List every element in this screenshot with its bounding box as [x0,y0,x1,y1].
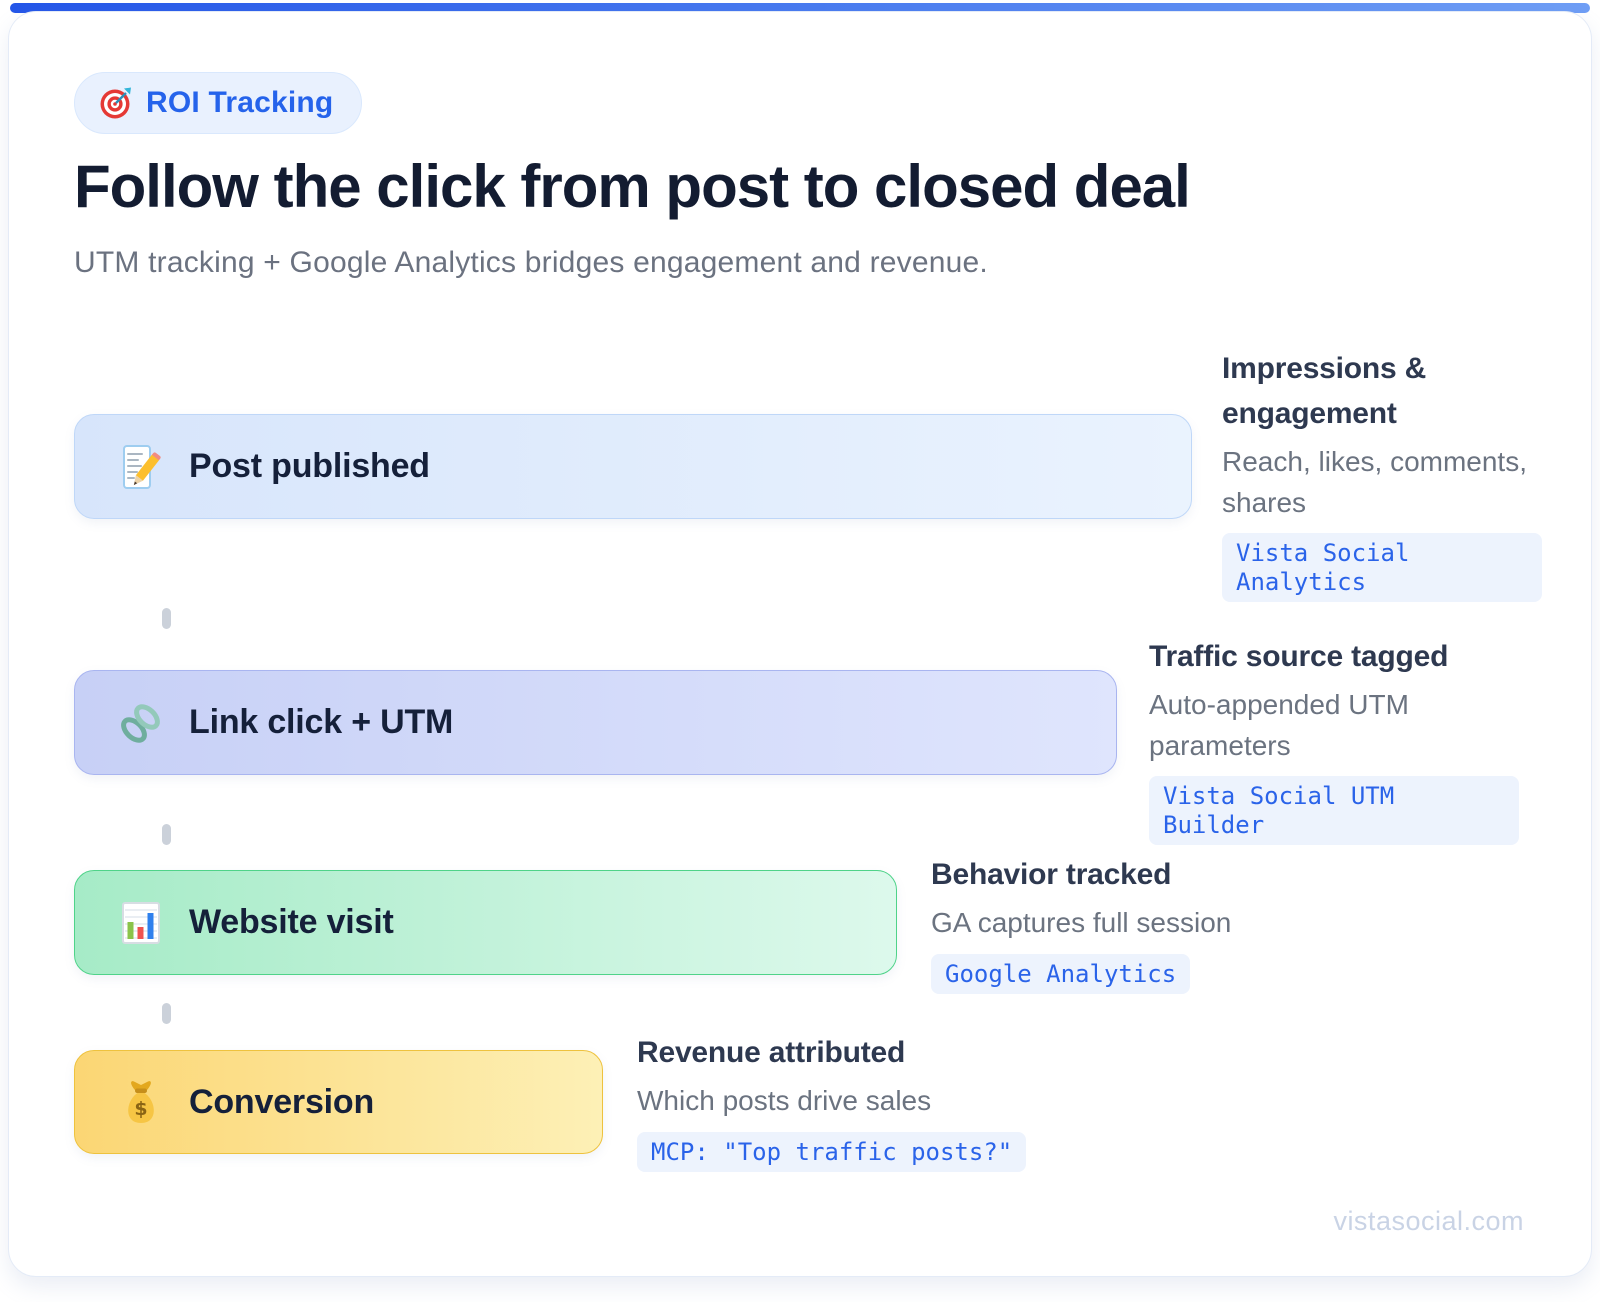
page-title: Follow the click from post to closed dea… [74,153,1191,220]
svg-text:$: $ [134,1098,147,1120]
tool-tag: MCP: "Top traffic posts?" [637,1131,1027,1172]
annotation-title: Impressions & engagement [1222,352,1427,430]
connector-dash [162,824,171,845]
annotation-behavior-tracked: Behavior tracked GA captures full sessio… [931,852,1291,994]
step-label: Post published [189,447,430,485]
annotation-body: Auto-appended UTM parameters [1149,689,1409,761]
top-accent-bar [10,3,1590,13]
link-icon [117,699,165,747]
annotation-impressions-engagement: Impressions & engagement Reach, likes, c… [1222,346,1552,602]
annotation-title: Traffic source tagged [1149,640,1449,673]
tool-tag: Vista Social UTM Builder [1149,776,1519,845]
memo-icon [117,443,165,491]
annotation-body: Which posts drive sales [637,1085,932,1116]
annotation-body: GA captures full session [931,907,1232,938]
tool-tag: Vista Social Analytics [1222,533,1542,602]
money-bag-icon: $ [117,1078,165,1126]
annotation-title: Revenue attributed [637,1036,906,1069]
connector-dash [162,608,171,629]
website-watermark: vistasocial.com [1333,1206,1524,1236]
funnel-step-conversion: $ Conversion [74,1050,603,1154]
page-subtitle: UTM tracking + Google Analytics bridges … [74,246,988,279]
roi-tracking-badge: ROI Tracking [74,72,363,134]
step-label: Conversion [189,1082,375,1121]
annotation-body: Reach, likes, comments, shares [1222,446,1527,518]
tool-tag: Google Analytics [931,953,1191,994]
annotation-title: Behavior tracked [931,858,1172,891]
funnel-step-link-click-utm: Link click + UTM [74,670,1117,775]
connector-dash [162,1003,171,1024]
infographic-card: ROI Tracking Follow the click from post … [8,11,1592,1277]
funnel-step-post-published: Post published [74,414,1192,519]
funnel-step-website-visit: Website visit [74,870,897,975]
step-label: Website visit [189,903,394,941]
annotation-revenue-attributed: Revenue attributed Which posts drive sal… [637,1030,1037,1172]
target-icon [97,85,133,121]
badge-label: ROI Tracking [146,86,334,119]
step-label: Link click + UTM [189,703,454,741]
annotation-traffic-source: Traffic source tagged Auto-appended UTM … [1149,634,1519,845]
bar-chart-icon [117,899,165,947]
